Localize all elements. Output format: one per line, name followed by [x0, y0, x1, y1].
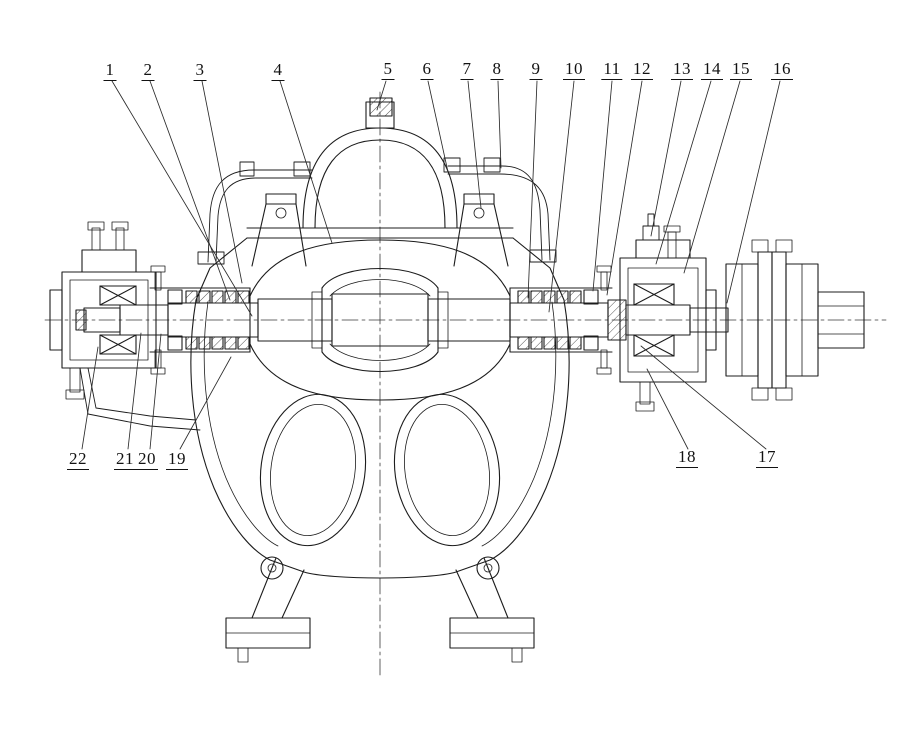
callout-17: 17: [756, 447, 778, 468]
bearing-housing-right: [619, 213, 717, 412]
callout-14: 14: [701, 59, 723, 80]
callout-12: 12: [631, 59, 653, 80]
stuffing-box-right: [517, 265, 612, 375]
callout-2: 2: [141, 60, 155, 81]
callout-21: 21: [114, 449, 136, 470]
callout-10: 10: [563, 59, 585, 80]
stuffing-box-left: [150, 265, 250, 375]
callout-16: 16: [771, 59, 793, 80]
callout-22: 22: [67, 449, 89, 470]
centerlines: [44, 91, 887, 679]
pedestal-feet: [225, 556, 535, 663]
callout-11: 11: [601, 59, 623, 80]
callout-18: 18: [676, 447, 698, 468]
callout-13: 13: [671, 59, 693, 80]
callout-6: 6: [420, 59, 434, 80]
callout-5: 5: [381, 59, 395, 80]
callout-9: 9: [529, 59, 543, 80]
callout-3: 3: [193, 60, 207, 81]
coupling: [725, 239, 865, 401]
callout-8: 8: [490, 59, 504, 80]
callout-4: 4: [271, 60, 285, 81]
bearing-housing-left: [49, 221, 201, 431]
callout-15: 15: [730, 59, 752, 80]
leader-lines: [81, 80, 781, 450]
callout-7: 7: [460, 59, 474, 80]
callout-1: 1: [103, 60, 117, 81]
callout-19: 19: [166, 449, 188, 470]
callout-20: 20: [136, 449, 158, 470]
pump-casing: [149, 97, 613, 579]
seal-piping: [197, 157, 557, 265]
